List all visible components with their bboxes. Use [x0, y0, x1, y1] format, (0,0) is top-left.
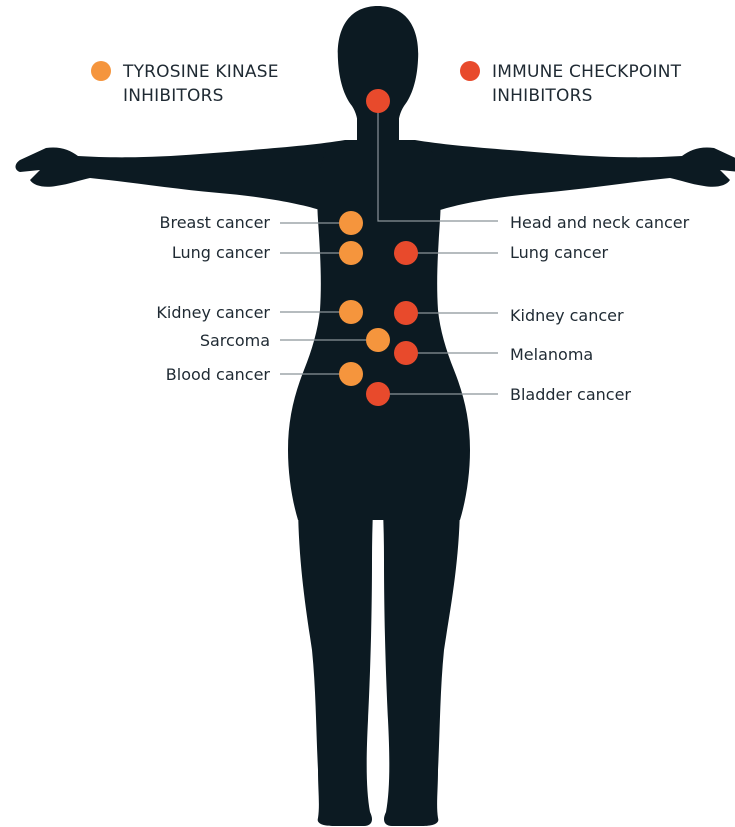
human-silhouette — [16, 6, 735, 826]
tki-label-blood: Blood cancer — [166, 365, 271, 384]
tki-marker-sarcoma — [366, 328, 390, 352]
legend-tki-line2: INHIBITORS — [123, 86, 224, 106]
ici-label-melanoma: Melanoma — [510, 345, 593, 364]
ici-marker-bladder — [366, 382, 390, 406]
ici-label-bladder: Bladder cancer — [510, 385, 631, 404]
ici-label-lung: Lung cancer — [510, 243, 609, 262]
tki-labels: Breast cancer Lung cancer Kidney cancer … — [156, 213, 270, 384]
legend-ici-dot — [460, 61, 480, 81]
legend-ici-line2: INHIBITORS — [492, 86, 593, 106]
ici-marker-kidney — [394, 301, 418, 325]
legend-ici: IMMUNE CHECKPOINT INHIBITORS — [460, 61, 682, 106]
ici-label-kidney: Kidney cancer — [510, 306, 624, 325]
legend-tki-line1: TYROSINE KINASE — [122, 62, 279, 82]
tki-marker-kidney — [339, 300, 363, 324]
legend-ici-line1: IMMUNE CHECKPOINT — [492, 62, 682, 82]
legend-tki-dot — [91, 61, 111, 81]
legend-tki: TYROSINE KINASE INHIBITORS — [91, 61, 279, 106]
ici-labels: Head and neck cancer Lung cancer Kidney … — [510, 213, 690, 404]
ici-marker-lung — [394, 241, 418, 265]
ici-marker-melanoma — [394, 341, 418, 365]
tki-marker-blood — [339, 362, 363, 386]
ici-marker-head-neck — [366, 89, 390, 113]
tki-marker-lung — [339, 241, 363, 265]
tki-label-breast: Breast cancer — [159, 213, 270, 232]
tki-label-kidney: Kidney cancer — [156, 303, 270, 322]
tki-label-sarcoma: Sarcoma — [200, 331, 270, 350]
ici-label-head-neck: Head and neck cancer — [510, 213, 690, 232]
tki-marker-breast — [339, 211, 363, 235]
tki-label-lung: Lung cancer — [172, 243, 271, 262]
